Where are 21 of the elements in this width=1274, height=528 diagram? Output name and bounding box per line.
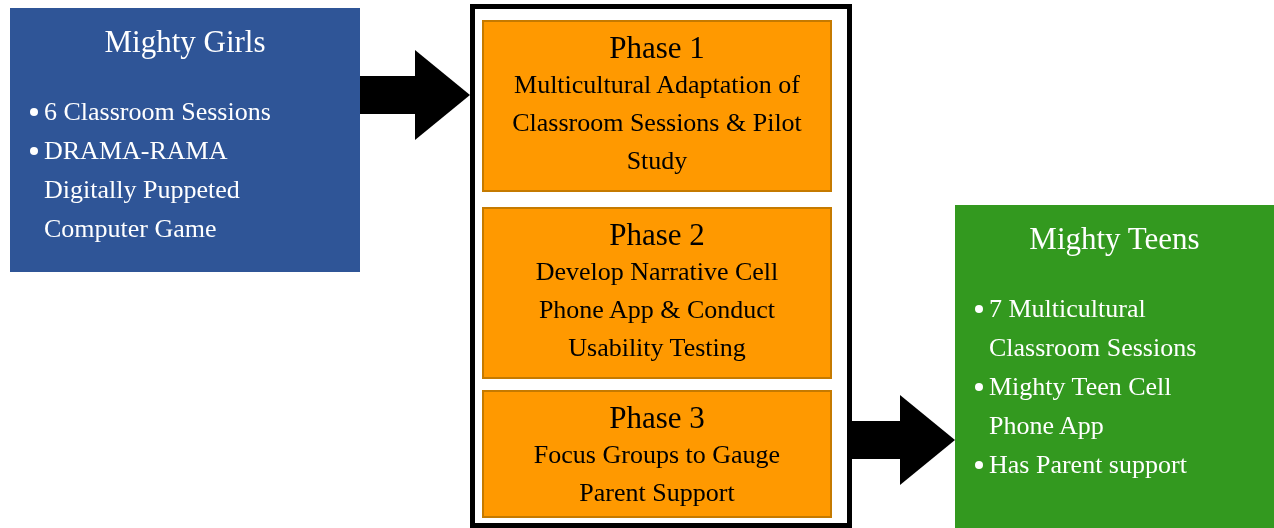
box-title: Mighty Girls (103, 24, 267, 60)
phase-box (482, 207, 832, 379)
phase-box (482, 20, 832, 192)
bullet-text: 6 Classroom Sessions (44, 96, 271, 128)
block-arrow (360, 50, 470, 140)
phase-description: Multicultural Adaptation of Classroom Sessions & Pilot Study (511, 69, 803, 177)
program-box (955, 205, 1274, 528)
program-box (10, 8, 360, 272)
block-arrow (852, 395, 955, 485)
phase-description: Develop Narrative Cell Phone App & Conduct Usability Testing (534, 256, 780, 364)
phases-frame (470, 4, 852, 528)
box-title: Phase 3 (608, 400, 706, 436)
bullet-text: DRAMA-RAMA Digitally Puppeted Computer Game (44, 135, 241, 245)
box-title: Mighty Teens (1028, 221, 1201, 257)
bullet-text: Has Parent support (989, 449, 1187, 481)
phase-description: Focus Groups to Gauge Parent Support (532, 439, 782, 509)
box-title: Phase 2 (608, 217, 706, 253)
phase-box (482, 390, 832, 518)
bullet-text: 7 Multicultural Classroom Sessions (989, 293, 1198, 364)
bullet-text: Mighty Teen Cell Phone App (989, 371, 1173, 442)
box-title: Phase 1 (608, 30, 706, 66)
